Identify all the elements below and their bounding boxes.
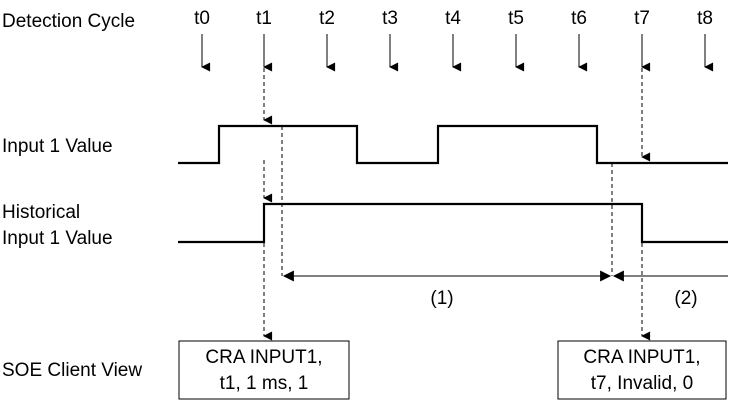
event-box-t1-line2: t1, 1 ms, 1 bbox=[220, 373, 309, 394]
soe-client-view-label: SOE Client View bbox=[2, 360, 142, 381]
historical-value-waveform bbox=[178, 202, 728, 244]
cycle-label-t2: t2 bbox=[319, 8, 335, 29]
interval-2-label: (2) bbox=[674, 288, 697, 309]
detection-cycle-label: Detection Cycle bbox=[2, 11, 135, 32]
historical-label-line1: Historical bbox=[2, 202, 80, 223]
event-box-t7-line1: CRA INPUT1, bbox=[583, 347, 700, 368]
cycle-label-t5: t5 bbox=[508, 8, 524, 29]
event-box-t1-line1: CRA INPUT1, bbox=[205, 347, 322, 368]
interval-1-label: (1) bbox=[430, 288, 453, 309]
historical-label-line2: Input 1 Value bbox=[2, 228, 113, 249]
cycle-label-t4: t4 bbox=[445, 8, 461, 29]
input-value-waveform bbox=[178, 124, 728, 165]
cycle-label-t0: t0 bbox=[194, 8, 210, 29]
detection-cycles: t0 t1 t2 t3 t4 t5 t6 t7 t8 bbox=[194, 8, 714, 72]
cycle-label-t1: t1 bbox=[256, 8, 272, 29]
guide-lines bbox=[263, 68, 651, 341]
event-box-t7: CRA INPUT1, t7, Invalid, 0 bbox=[557, 340, 727, 400]
event-box-t7-line2: t7, Invalid, 0 bbox=[591, 373, 693, 394]
cycle-label-t6: t6 bbox=[571, 8, 587, 29]
event-box-t1: CRA INPUT1, t1, 1 ms, 1 bbox=[178, 340, 350, 400]
cycle-label-t8: t8 bbox=[697, 8, 713, 29]
input-value-label: Input 1 Value bbox=[2, 136, 113, 157]
cycle-label-t7: t7 bbox=[634, 8, 650, 29]
cycle-label-t3: t3 bbox=[382, 8, 398, 29]
